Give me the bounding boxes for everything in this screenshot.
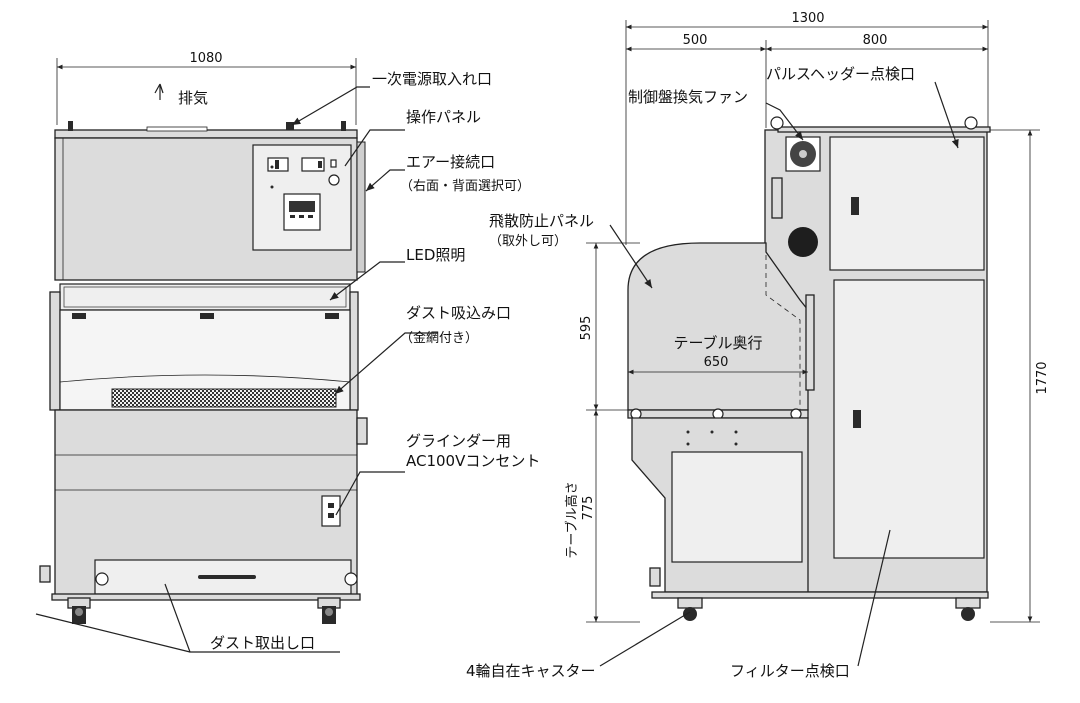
depth-front-value: 500: [683, 33, 708, 48]
led-light-bar: [59, 283, 351, 311]
side-caster-rear: [955, 597, 981, 621]
drawer-handle[interactable]: [198, 575, 256, 579]
filter-inspection-label: フィルター点検口: [730, 662, 850, 680]
power-inlet-icon: [286, 122, 294, 130]
front-caster-right: [317, 597, 341, 624]
exhaust-label: 排気: [178, 89, 208, 107]
air-filter-regulator: [771, 177, 783, 219]
dust-inlet-mesh: [111, 388, 337, 408]
side-access-panel[interactable]: [671, 451, 803, 563]
scatter-panel-label: 飛散防止パネル: [489, 212, 594, 230]
side-view: 1300 500 800 1770 595 テーブル高さ 775: [466, 11, 1050, 680]
control-panel-label: 操作パネル: [406, 108, 481, 126]
ac100v-outlet: [321, 495, 341, 527]
table-height-label: テーブル高さ: [564, 481, 580, 558]
front-view: 1080 排気: [35, 51, 540, 653]
table-depth-label: テーブル奥行: [673, 334, 762, 352]
caster-label: 4輪自在キャスター: [466, 662, 596, 680]
grinder-outlet-label-1: グラインダー用: [406, 432, 511, 450]
upper-door-handle[interactable]: [851, 197, 859, 215]
total-height-value: 1770: [1035, 361, 1050, 394]
depth-rear-value: 800: [863, 33, 888, 48]
total-depth-value: 1300: [791, 11, 824, 26]
front-width-value: 1080: [189, 51, 222, 66]
scatter-panel-note: （取外し可）: [489, 234, 567, 249]
dust-inlet-label: ダスト吸込み口: [406, 304, 511, 322]
lower-door-handle[interactable]: [853, 410, 861, 428]
led-light-label: LED照明: [406, 246, 465, 264]
side-caster-front: [677, 597, 703, 621]
dust-outlet-label: ダスト取出し口: [210, 634, 315, 652]
indicator-lamp: [328, 174, 340, 186]
grinder-outlet-label-2: AC100Vコンセント: [406, 452, 540, 470]
control-fan-label: 制御盤換気ファン: [628, 88, 748, 106]
primary-power-label: 一次電源取入れ口: [372, 70, 492, 88]
air-connection-note: （右面・背面選択可）: [400, 179, 530, 194]
table-depth-value: 650: [704, 355, 729, 370]
air-connection-label: エアー接続口: [406, 153, 495, 171]
dust-inlet-note: （金網付き）: [400, 330, 478, 346]
exhaust-arrow-icon: [154, 83, 164, 100]
duct-port-icon: [788, 227, 818, 257]
scatter-panel: [627, 242, 809, 411]
table-height-value: 775: [581, 496, 596, 521]
pulse-header-label: パルスヘッダー点検口: [766, 65, 915, 83]
front-caster-left: [67, 597, 91, 624]
panel-height-value: 595: [579, 316, 594, 341]
